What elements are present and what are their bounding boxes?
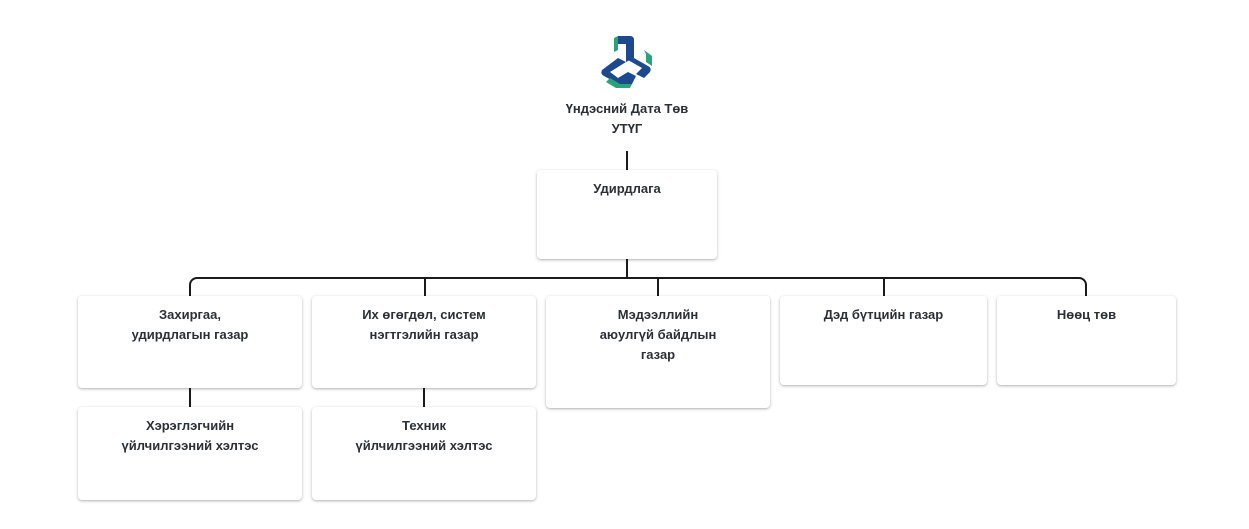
root-organization-name: Үндэсний Дата Төв УТҮГ [527,99,727,139]
node-label-line1: Хэрэглэгчийн [145,418,235,433]
node-department-administration[interactable]: Захиргаа, удирдлагын газар [78,296,302,388]
node-department-infrastructure[interactable]: Дэд бүтцийн газар [780,296,987,385]
node-label-line1: Техник [402,418,446,433]
node-department-information-security[interactable]: Мэдээллийн аюулгүй байдлын газар [546,296,770,408]
node-label: Удирдлага [593,181,661,196]
node-label-line2: удирдлагын газар [131,327,249,342]
node-unit-customer-service[interactable]: Хэрэглэгчийн үйлчилгээний хэлтэс [78,407,302,500]
node-department-big-data[interactable]: Их өгөгдөл, систем нэгтгэлийн газар [312,296,536,388]
node-label-line2: нэгтгэлийн газар [369,327,479,342]
connector-root-management [626,151,628,170]
node-label-line1: Их өгөгдөл, систем [362,307,486,322]
connector-drop-dept-4 [883,278,885,296]
connector-drop-dept-3 [657,278,659,296]
node-label-line2: үйлчилгээний хэлтэс [355,438,493,453]
node-management[interactable]: Удирдлага [537,170,717,259]
node-label-line3: газар [640,347,676,362]
node-label-line1: Нөөц төв [1056,307,1117,322]
connector-departments-bus [189,277,1087,297]
connector-drop-dept-2 [424,278,426,296]
connector-bigdata-technical-service [423,388,425,407]
node-unit-technical-service[interactable]: Техник үйлчилгээний хэлтэс [312,407,536,500]
node-label-line1: Мэдээллийн [617,307,699,322]
node-label-line1: Дэд бүтцийн газар [823,307,944,322]
node-department-backup-center[interactable]: Нөөц төв [997,296,1176,385]
root-title-line1: Үндэсний Дата Төв [565,101,689,116]
root-title-line2: УТҮГ [611,121,643,136]
node-label-line1: Захиргаа, [158,307,222,322]
node-label-line2: үйлчилгээний хэлтэс [121,438,259,453]
connector-management-bus [626,259,628,278]
organization-logo-icon [601,36,652,88]
node-label-line2: аюулгүй байдлын [599,327,717,342]
connector-admin-customer-service [189,388,191,407]
